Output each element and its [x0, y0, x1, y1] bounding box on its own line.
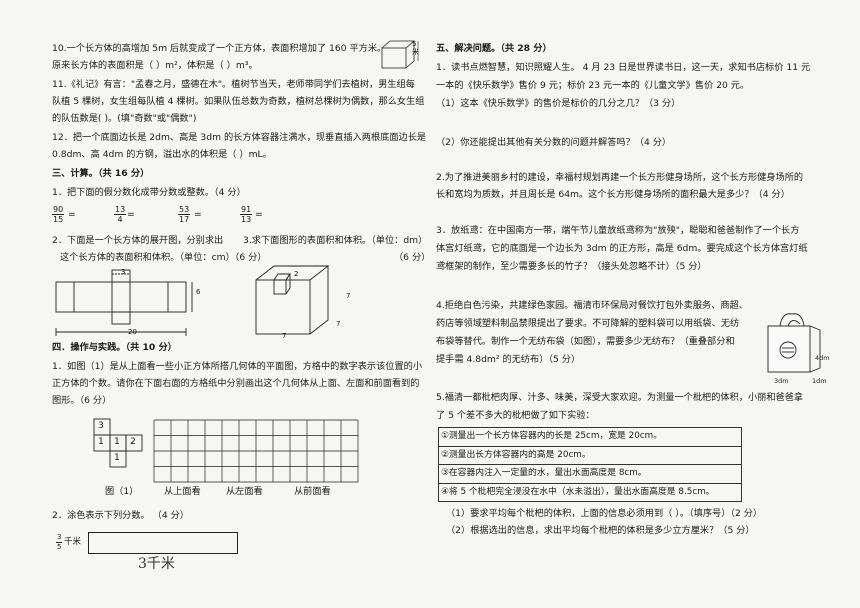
problem-5-q2: （2）根据选出的信息，求出平均每个枇杷的体积是多少立方厘米？（5 分） [446, 525, 755, 536]
section-3-q2-line2: 这个长方体的表面积和体积。（单位：cm）（6 分） [60, 252, 267, 263]
question-10-line2: 原来长方体的表面积是（ ）m²，体积是（ ）m³。 [52, 60, 258, 71]
cube-label-a: 7 [346, 292, 351, 300]
section-4-q1-line3: 图形。（6 分） [52, 395, 112, 406]
unit-km-label: 千米 [64, 537, 82, 547]
problem-5-q1: （1）要求平均每个枇杷的体积，上面的信息必须用到（ ）。（填序号）（2 分） [446, 508, 763, 519]
section-3-q1: 1．把下面的假分数化成带分数或整数。（4 分） [52, 187, 246, 198]
problem-1-line1: 1．读书点燃智慧，知识照耀人生。 4 月 23 日是世界读书日，这一天，求知书店… [436, 62, 811, 73]
question-11-line1: 11.《礼记》有言："孟春之月，盛德在木"。植树节当天，老师带同学们去植树，男生… [52, 79, 415, 90]
problem-1-line2: 一本的《快乐数学》售价 9 元；标价 23 元一本的《儿童文学》售价 20 元。 [436, 80, 750, 91]
cube-label-b: 7 [282, 332, 287, 340]
figure-1-caption: 图（1） [105, 486, 139, 497]
experiment-step: ④将 5 个枇杷完全浸没在水中（水未溢出），量出水面高度是 8.5cm。 [441, 486, 715, 497]
question-12-line1: 12．把一个底面边长是 2dm、高是 3dm 的长方体容器注满水，现垂直插入两根… [52, 132, 427, 143]
section-3-q3-line1: 3.求下面图形的表面积和体积。（单位：dm） [243, 235, 428, 246]
caption-front-view: 从前面看 [294, 486, 331, 497]
equals-2: = [127, 209, 135, 220]
tote-bag-figure [767, 313, 821, 373]
problem-5-line1: 5.福清一都枇杷肉厚、汁多、味美，深受大家欢迎。为测量一个枇杷的体积，小丽和爸爸… [436, 392, 804, 403]
net-label-top: 3 [121, 268, 126, 276]
problem-4-line3: 布袋等替代。制作一个无纺布袋（如图），需要多少无纺布？（重叠部分和 [436, 336, 735, 347]
grid-cell-number: 1 [114, 452, 120, 463]
experiment-step: ②测量出长方体容器内的高是 20cm。 [439, 447, 741, 465]
section-3-q3-line2: （6 分） [394, 252, 431, 263]
cuboid-net-figure [55, 269, 193, 336]
problem-2-line2: 长和宽均为质数，并且周长是 64m。这个长方形健身场所的面积最大是多少？（4 分… [436, 189, 790, 200]
top-view-grid-figure [93, 418, 143, 468]
grid-cell-number: 1 [114, 436, 120, 447]
cuboid-figure-q10 [381, 40, 419, 69]
problem-4-line1: 4.拒绝白色污染，共建绿色家园。福清市环保局对餐饮打包外卖服务、商超、 [436, 300, 748, 311]
experiment-step: ③在容器内注入一定量的水，量出水面高度是 8cm。 [439, 465, 741, 484]
problem-4-line2: 药店等领域塑料制品禁限提出了要求。不可降解的塑料袋可以用纸袋、无纺 [436, 318, 740, 329]
problem-1-q1: （1）这本《快乐数学》的售价是标价的几分之几？（3 分） [436, 98, 681, 109]
shading-bar[interactable] [88, 532, 238, 554]
bag-label-width: 3dm [774, 377, 789, 385]
problem-3-line2: 体宫灯纸鸢，它的底面是一个边长为 3dm 的正方形，高是 6dm。要完成这个长方… [436, 243, 808, 254]
equals-1: = [68, 209, 76, 220]
question-11-line3: 的队伍数是( )。(填"奇数"或"偶数") [52, 113, 197, 124]
problem-3-line3: 鸢框架的制作，至少需要多长的竹子？（接头处忽略不计）（5 分） [436, 261, 707, 272]
caption-left-view: 从左面看 [226, 486, 263, 497]
grid-cell-number: 1 [98, 436, 104, 447]
problem-2-line1: 2.为了推进美丽乡村的建设，幸福村规划再建一个长方形健身场所，这个长方形健身场所… [436, 172, 804, 183]
caption-top-view: 从上面看 [164, 486, 201, 497]
section-3-q2-line1: 2．下面是一个长方体的展开图，分别求出 [52, 235, 224, 246]
question-11-line2: 队植 5 棵树，女生组每队植 4 棵树。如果队伍总数为奇数，植树总棵树为偶数，那… [52, 96, 425, 107]
bag-label-depth: 1dm [812, 377, 827, 385]
experiment-steps-box: ①测量出一个长方体容器内的长是 25cm，宽是 20cm。 ②测量出长方体容器内… [438, 427, 742, 502]
experiment-step: ①测量出一个长方体容器内的长是 25cm，宽是 20cm。 [439, 428, 741, 447]
grid-cell-number: 3 [98, 420, 104, 431]
net-label-bottom: 20 [128, 328, 137, 336]
cube-label-c: 2 [294, 270, 299, 278]
figure-label-5m: 5米 [412, 40, 419, 56]
problem-1-q2: （2）你还能提出其他有关分数的问题并解答吗？（4 分） [436, 137, 672, 148]
section-4-q1-line2: 正方体的个数。请你在下面右面的方格纸中分别画出这个几何体从上面、左面和前面看到的 [52, 378, 420, 389]
question-12-line2: 0.8dm、高 4dm 的方钢，溢出水的体积是（ ）mL。 [52, 149, 272, 160]
net-label-right: 6 [196, 288, 201, 296]
drawing-grid-paper[interactable] [150, 418, 370, 484]
problem-5-line2: 了 5 个差不多大的枇杷做了如下实验： [436, 410, 595, 421]
problem-3-line1: 3．放纸鸢：在中国南方一带，端午节儿童放纸鸢称为"放殃"，聪聪和爸爸制作了一个长… [436, 225, 800, 236]
section-5-title: 五、解决问题。（共 28 分） [436, 43, 552, 54]
cube-label-d: 7 [336, 320, 341, 328]
section-4-q1-line1: 1．如图（1）是从上面看一些小正方体所搭几何体的平面图，方格中的数字表示该位置的… [52, 361, 423, 372]
section-4-q2: 2．涂色表示下列分数。 （4 分） [52, 510, 189, 521]
equals-4: = [255, 209, 263, 220]
problem-4-line4: 提手需 4.8dm² 的无纺布）（5 分） [436, 354, 581, 365]
question-10-line1: 10.一个长方体的高增加 5m 后就变成了一个正方体，表面积增加了 160 平方… [52, 43, 387, 54]
handwritten-answer: 3千米 [138, 556, 175, 572]
cube-with-hole-figure [255, 265, 330, 335]
section-4-title: 四．操作与实践。（共 10 分） [52, 342, 177, 353]
bag-label-height: 4dm [815, 354, 830, 362]
section-3-title: 三、计算。（共 16 分） [52, 168, 150, 179]
grid-cell-number: 2 [130, 436, 136, 447]
equals-3: = [194, 209, 202, 220]
